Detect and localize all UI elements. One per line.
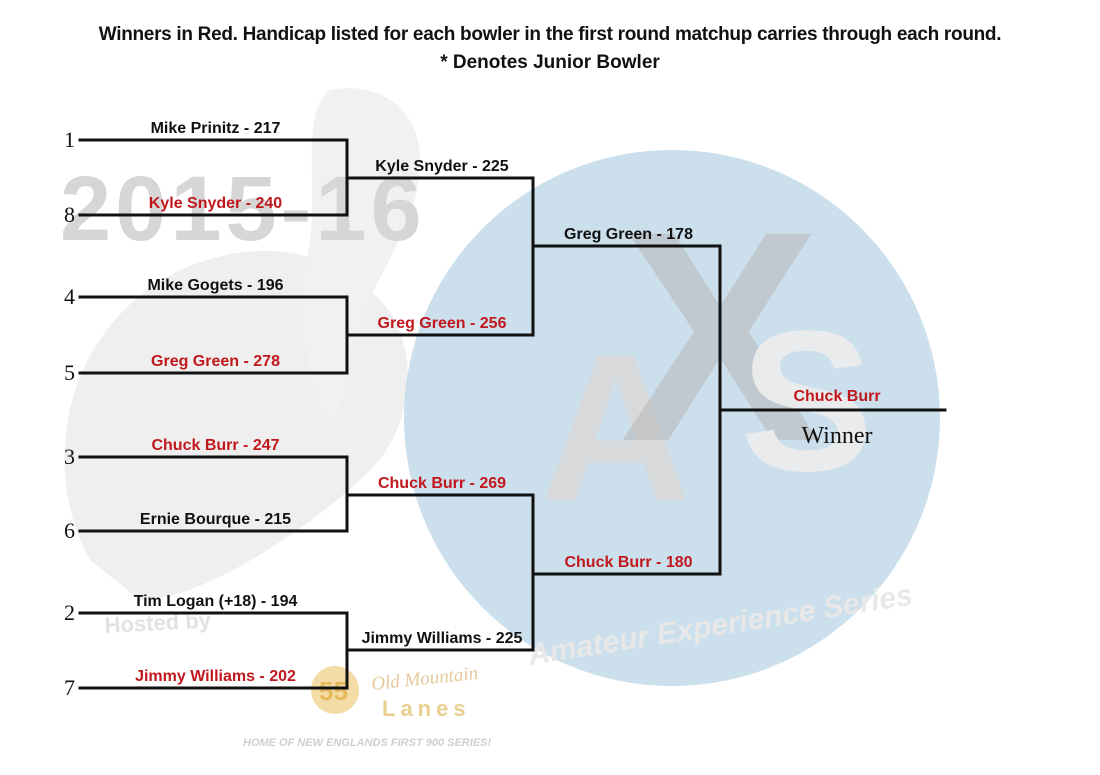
round3-bowler-label: Greg Green - 178 [564, 226, 693, 243]
seed-number: 7 [64, 675, 75, 700]
seed-number: 6 [64, 518, 75, 543]
season-watermark: 2015-16 [60, 158, 426, 260]
round1-bowler-label: Mike Gogets - 196 [147, 277, 283, 294]
seed-number: 8 [64, 202, 75, 227]
champion-name: Chuck Burr [793, 388, 880, 405]
bracket-labels: 1 Mike Prinitz - 217 8 Kyle Snyder - 240 4 Mi… [64, 120, 881, 700]
round1-bowler-label: Tim Logan (+18) - 194 [134, 593, 298, 610]
header-note: Winners in Red. Handicap listed for each… [98, 24, 1002, 45]
logo-letter-a: A [540, 310, 692, 545]
sponsor-tagline-watermark: HOME OF NEW ENGLANDS FIRST 900 SERIES! [243, 737, 491, 749]
logo-letter-s: S [740, 290, 873, 513]
round2-bowler-label: Kyle Snyder - 225 [375, 158, 509, 175]
champion-caption: Winner [801, 423, 872, 449]
round1-bowler-label: Jimmy Williams - 202 [135, 668, 296, 685]
round2-bowler-label: Jimmy Williams - 225 [362, 630, 523, 647]
sponsor-name-watermark: Old Mountain [370, 663, 479, 695]
junior-bowler-note: * Denotes Junior Bowler [440, 52, 660, 73]
round2-bowler-label: Greg Green - 256 [378, 315, 507, 332]
round3-bowler-label: Chuck Burr - 180 [564, 554, 692, 571]
round1-bowler-label: Chuck Burr - 247 [151, 437, 279, 454]
round2-bowler-label: Chuck Burr - 269 [378, 475, 506, 492]
bracket-lines [78, 138, 947, 690]
sponsor-lanes-watermark: Lanes [382, 696, 471, 721]
seed-number: 2 [64, 600, 75, 625]
sponsor-badge-number: 55 [319, 676, 348, 706]
seed-number: 5 [64, 360, 75, 385]
seed-number: 4 [64, 284, 75, 309]
seed-number: 1 [64, 127, 75, 152]
round1-bowler-label: Mike Prinitz - 217 [151, 120, 281, 137]
axs-logo-circle [404, 150, 940, 686]
round1-bowler-label: Greg Green - 278 [151, 353, 280, 370]
seed-number: 3 [64, 444, 75, 469]
round1-bowler-label: Kyle Snyder - 240 [149, 195, 283, 212]
round1-bowler-label: Ernie Bourque - 215 [140, 511, 291, 528]
bowling-pin-silhouette [304, 88, 420, 420]
